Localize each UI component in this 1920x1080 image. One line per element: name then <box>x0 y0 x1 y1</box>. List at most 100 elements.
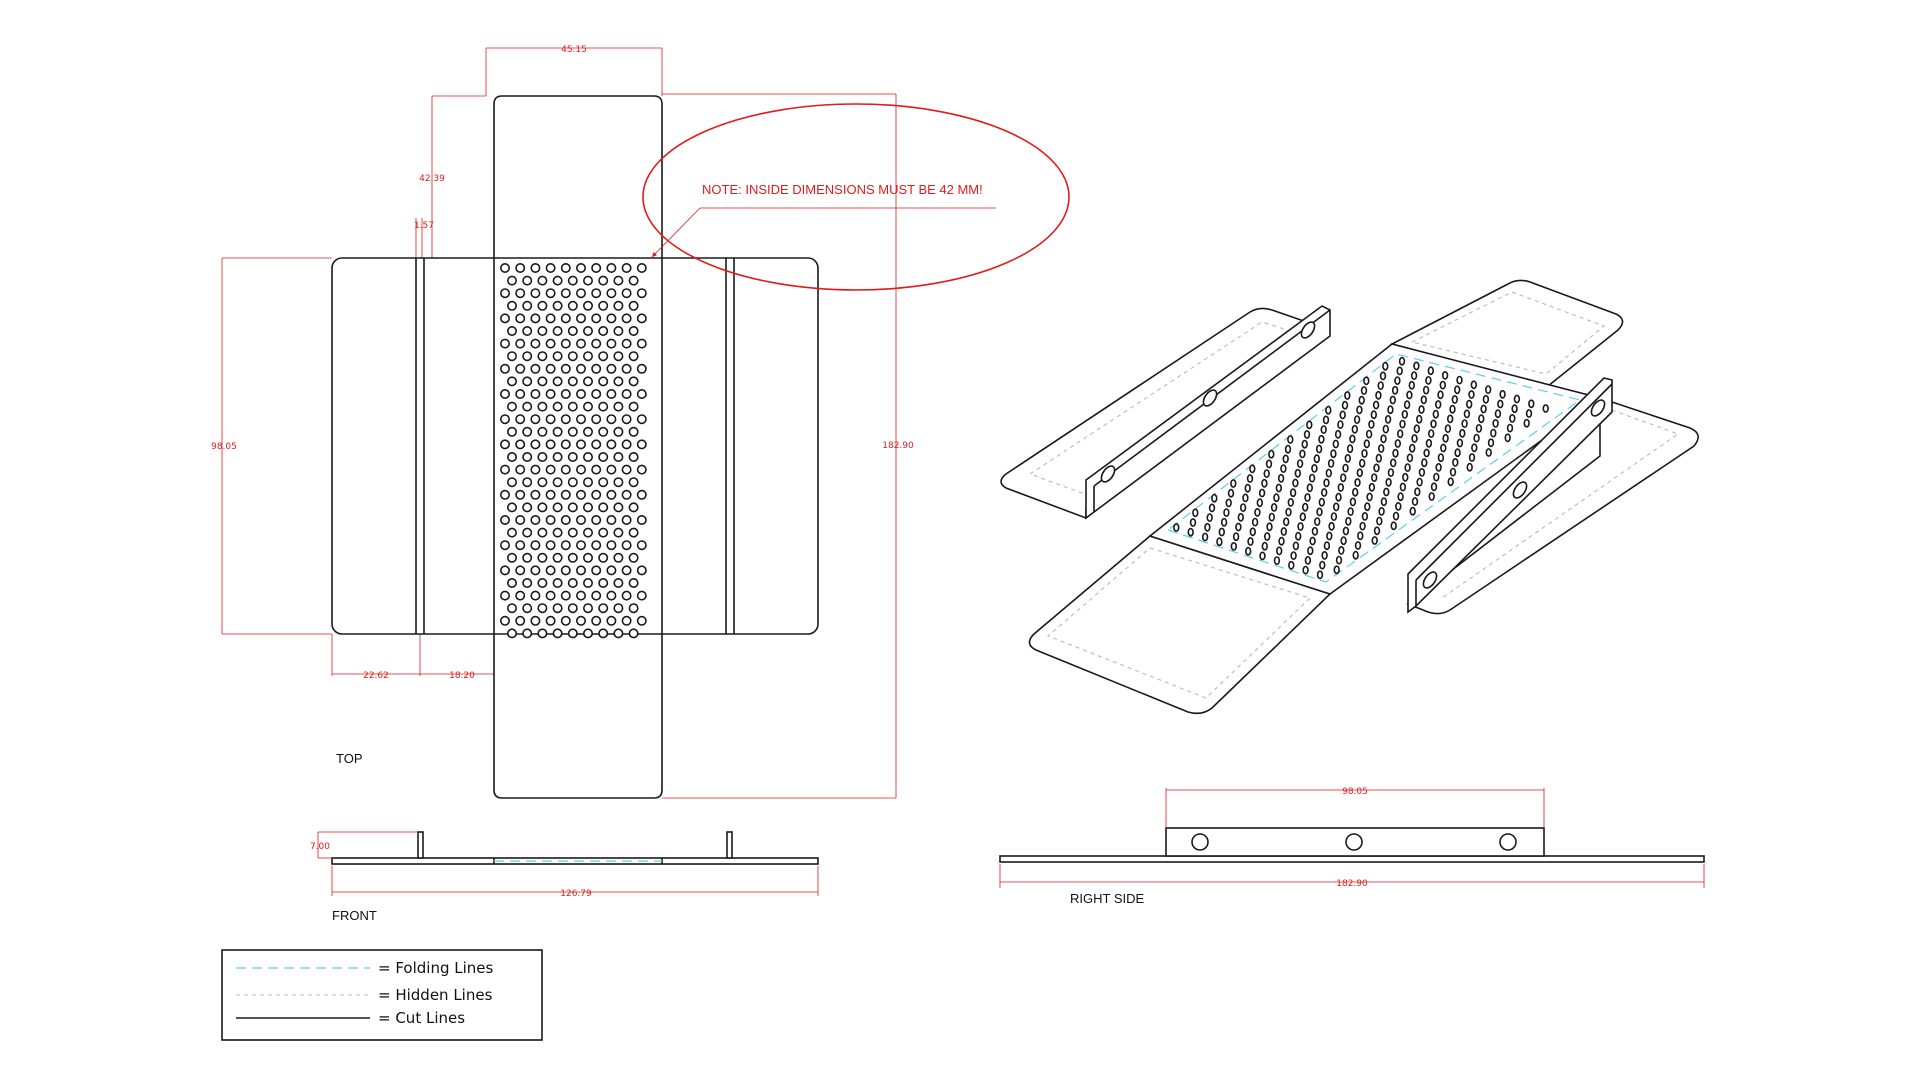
iso-perforation-hole <box>1319 560 1326 570</box>
iso-perforation-hole <box>1338 546 1345 555</box>
iso-perforation-hole <box>1309 536 1316 546</box>
iso-perforation-hole <box>1392 511 1400 521</box>
perforation-hole <box>582 351 593 362</box>
perforation-hole <box>545 615 556 626</box>
iso-perforation-hole <box>1251 517 1259 527</box>
iso-perforation-hole <box>1370 410 1378 420</box>
iso-perforation-hole <box>1427 366 1435 376</box>
iso-perforation-hole <box>1372 400 1380 410</box>
iso-perforation-hole <box>1506 423 1514 433</box>
iso-perforation-hole <box>1430 482 1438 492</box>
iso-perforation-hole <box>1347 507 1354 516</box>
iso-perforation-hole <box>1301 502 1309 512</box>
perforation-hole <box>567 527 578 538</box>
perforation-hole <box>606 288 617 299</box>
iso-perforation-hole <box>1433 472 1440 482</box>
perforation-hole <box>560 388 571 399</box>
iso-perforation-hole <box>1354 541 1362 550</box>
perforation-pattern <box>499 262 647 639</box>
iso-perforation-hole <box>1416 477 1423 487</box>
perforation-hole <box>582 527 593 538</box>
iso-perforation-hole <box>1428 492 1435 501</box>
iso-perforation-hole <box>1441 370 1449 380</box>
iso-perforation-hole <box>1220 517 1228 527</box>
iso-perforation-hole <box>1187 527 1194 537</box>
perforation-hole <box>628 401 639 412</box>
perforation-hole <box>636 363 647 374</box>
dim-front-width: 126.79 <box>331 866 819 899</box>
iso-perforation-hole <box>1382 424 1390 434</box>
right-base-plate <box>999 855 1705 863</box>
perforation-hole <box>636 338 647 349</box>
perforation-hole <box>530 439 541 450</box>
dim-panel-widths: 22.62 18.20 <box>331 634 495 681</box>
iso-perforation-hole <box>1303 430 1311 439</box>
iso-perforation-hole <box>1244 546 1252 556</box>
perforation-hole <box>575 414 586 425</box>
perforation-hole <box>567 426 578 437</box>
iso-perforation-hole <box>1306 483 1314 493</box>
legend-folding-label: = Folding Lines <box>378 959 494 977</box>
perforation-hole <box>582 426 593 437</box>
perforation-hole <box>545 313 556 324</box>
perforation-hole <box>598 552 609 563</box>
perforation-hole <box>598 527 609 538</box>
iso-perforation-hole <box>1346 444 1354 454</box>
perforation-hole <box>606 514 617 525</box>
iso-perforation-hole <box>1216 537 1223 547</box>
perforation-hole <box>499 439 510 450</box>
view-label-front: FRONT <box>332 908 377 923</box>
right-side-view: 98.05 182.90 RIGHT SIDE <box>999 787 1705 906</box>
perforation-hole <box>591 489 602 500</box>
iso-perforation-hole <box>1316 570 1324 580</box>
perforation-hole <box>628 325 639 336</box>
iso-perforation-hole <box>1256 498 1264 508</box>
iso-perforation-hole <box>1378 506 1385 516</box>
iso-perforation-hole <box>1397 492 1404 502</box>
perforation-hole <box>591 288 602 299</box>
iso-perforation-hole <box>1513 394 1521 404</box>
iso-perforation-hole <box>1211 493 1218 503</box>
iso-perforation-hole <box>1377 444 1385 453</box>
perforation-hole <box>567 552 578 563</box>
iso-perforation-hole <box>1294 468 1302 478</box>
perforation-hole <box>552 351 563 362</box>
perforation-hole <box>598 401 609 412</box>
perforation-hole <box>621 439 632 450</box>
iso-perforation-hole <box>1335 492 1342 502</box>
isometric-view <box>1000 279 1699 715</box>
perforation-hole <box>628 628 639 639</box>
iso-perforation-hole <box>1246 474 1254 483</box>
front-rib-left <box>417 831 424 859</box>
perforation-hole <box>537 401 548 412</box>
iso-perforation-hole <box>1499 389 1506 399</box>
iso-perforation-hole <box>1323 478 1330 488</box>
iso-perforation-hole <box>1327 458 1335 468</box>
iso-perforation-hole <box>1437 453 1445 463</box>
perforation-hole <box>552 477 563 488</box>
iso-perforation-hole <box>1475 423 1483 433</box>
iso-perforation-hole <box>1344 453 1352 463</box>
perforation-hole <box>499 514 510 525</box>
iso-perforation-hole <box>1337 420 1344 429</box>
perforation-hole <box>515 540 526 551</box>
iso-perforation-hole <box>1432 409 1440 419</box>
iso-perforation-hole <box>1408 380 1416 390</box>
perforation-hole <box>537 527 548 538</box>
iso-wing-right <box>1406 396 1699 615</box>
perforation-hole <box>515 514 526 525</box>
dim-front-height: 7.00 <box>310 831 418 859</box>
iso-perforation-hole <box>1403 400 1411 410</box>
perforation-hole <box>545 288 556 299</box>
perforation-hole <box>582 502 593 513</box>
iso-perforation-hole <box>1288 560 1295 570</box>
iso-perforation-hole <box>1289 488 1297 498</box>
iso-perforation-hole <box>1244 483 1251 493</box>
iso-perforation-hole <box>1468 453 1476 462</box>
legend-hidden-label: = Hidden Lines <box>378 986 493 1004</box>
perforation-hole <box>628 577 639 588</box>
perforation-hole <box>591 414 602 425</box>
perforation-hole <box>515 439 526 450</box>
dim-label-rib-offset: 1.57 <box>414 221 434 231</box>
perforation-hole <box>582 552 593 563</box>
